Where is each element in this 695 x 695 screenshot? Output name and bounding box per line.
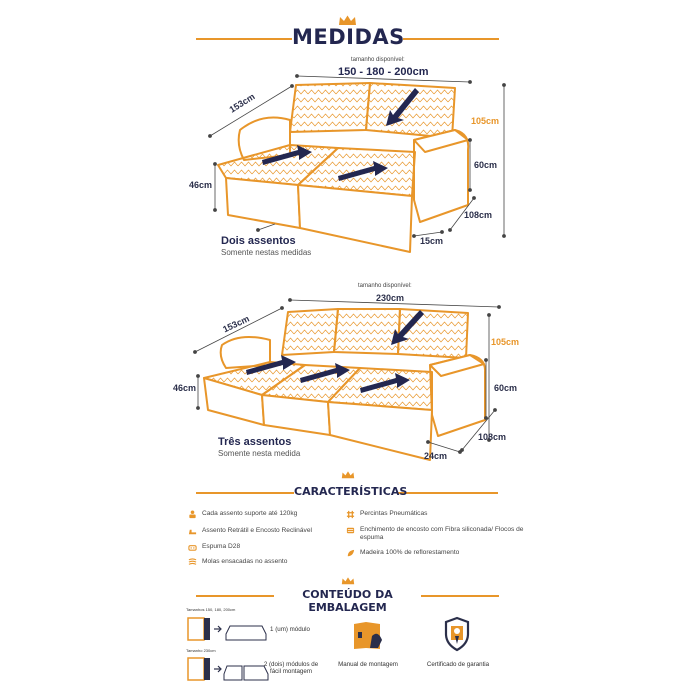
three-seat-back-height: 60cm [494, 383, 518, 393]
three-seat-arm-width: 24cm [424, 451, 448, 461]
package-line-right [421, 595, 499, 597]
two-seat-sofa-drawing [208, 74, 506, 253]
feature-item: Enchimento de encosto com Fibra silicona… [346, 526, 526, 542]
feature-text: Espuma D28 [202, 543, 241, 550]
features-line-right [398, 492, 498, 494]
page-title: MEDIDAS [292, 25, 405, 49]
leaf-icon [347, 549, 355, 557]
two-seat-arm-width: 15cm [420, 236, 444, 246]
two-seat-total-height: 105cm [471, 116, 500, 126]
package-title: CONTEÚDO DA EMBALAGEM [302, 588, 393, 614]
three-seat-model-note: Somente nesta medida [218, 449, 301, 458]
two-seat-depth: 108cm [464, 210, 493, 220]
weight-person-icon [189, 510, 196, 519]
warranty-label: Certificado de garantia [426, 661, 490, 668]
package-size-b-text: 2 (dois) módulos de fácil montagem [263, 661, 319, 675]
manual-label: Manual de montagem [338, 661, 398, 668]
features-title: CARACTERÍSTICAS [294, 485, 408, 498]
package-size-b-head: Tamanho 230cm [186, 648, 216, 653]
fiber-icon [346, 527, 355, 534]
feature-item: Cada assento suporte até 120kg [188, 510, 338, 519]
two-seat-available-size-label: tamanho disponível: [351, 57, 405, 63]
two-seat-back-height: 60cm [474, 160, 498, 170]
package-line-left [196, 595, 274, 597]
box-single-module-icon [187, 617, 267, 641]
manual-icon [354, 622, 382, 649]
two-seat-seat-height: 46cm [189, 180, 213, 190]
three-seat-sizes: 230cm [376, 293, 405, 303]
feature-text: Enchimento de encosto com Fibra silicona… [360, 526, 524, 541]
foam-icon [188, 545, 197, 551]
header-line-right [403, 38, 499, 40]
header-line-left [196, 38, 292, 40]
feature-item: Madeira 100% de reflorestamento [346, 549, 516, 558]
feature-text: Madeira 100% de reflorestamento [360, 549, 460, 556]
package-size-a-head: Tamanhos 150, 180, 200cm [186, 607, 236, 612]
webbing-icon [346, 510, 355, 519]
three-seat-total-height: 105cm [491, 337, 520, 347]
features-line-left [196, 492, 294, 494]
three-seat-depth: 108cm [478, 432, 507, 442]
crown-icon [339, 15, 356, 25]
recliner-icon [188, 529, 197, 535]
feature-item: Percintas Pneumáticas [346, 510, 516, 519]
crown-icon [341, 471, 355, 479]
package-size-a-text: 1 (um) módulo [270, 626, 310, 633]
three-seat-sofa-drawing [193, 298, 501, 461]
feature-text: Assento Retrátil e Encosto Reclinável [202, 527, 312, 534]
crown-icon [341, 577, 355, 585]
two-seat-model-name: Dois assentos [221, 235, 296, 247]
feature-item: Espuma D28 [188, 543, 338, 552]
feature-item: Assento Retrátil e Encosto Reclinável [188, 527, 338, 536]
two-seat-model-note: Somente nestas medidas [221, 248, 312, 257]
feature-text: Molas ensacadas no assento [202, 558, 288, 565]
two-seat-sizes: 150 - 180 - 200cm [338, 66, 429, 78]
spring-icon [188, 558, 197, 565]
feature-text: Cada assento suporte até 120kg [202, 510, 298, 517]
feature-item: Molas ensacadas no assento [188, 558, 338, 567]
three-seat-seat-height: 46cm [173, 383, 197, 393]
box-two-modules-icon [187, 657, 269, 681]
three-seat-available-size-label: tamanho disponível: [358, 283, 412, 289]
feature-text: Percintas Pneumáticas [360, 510, 428, 517]
warranty-certificate-icon [444, 616, 470, 652]
three-seat-model-name: Três assentos [218, 436, 292, 448]
